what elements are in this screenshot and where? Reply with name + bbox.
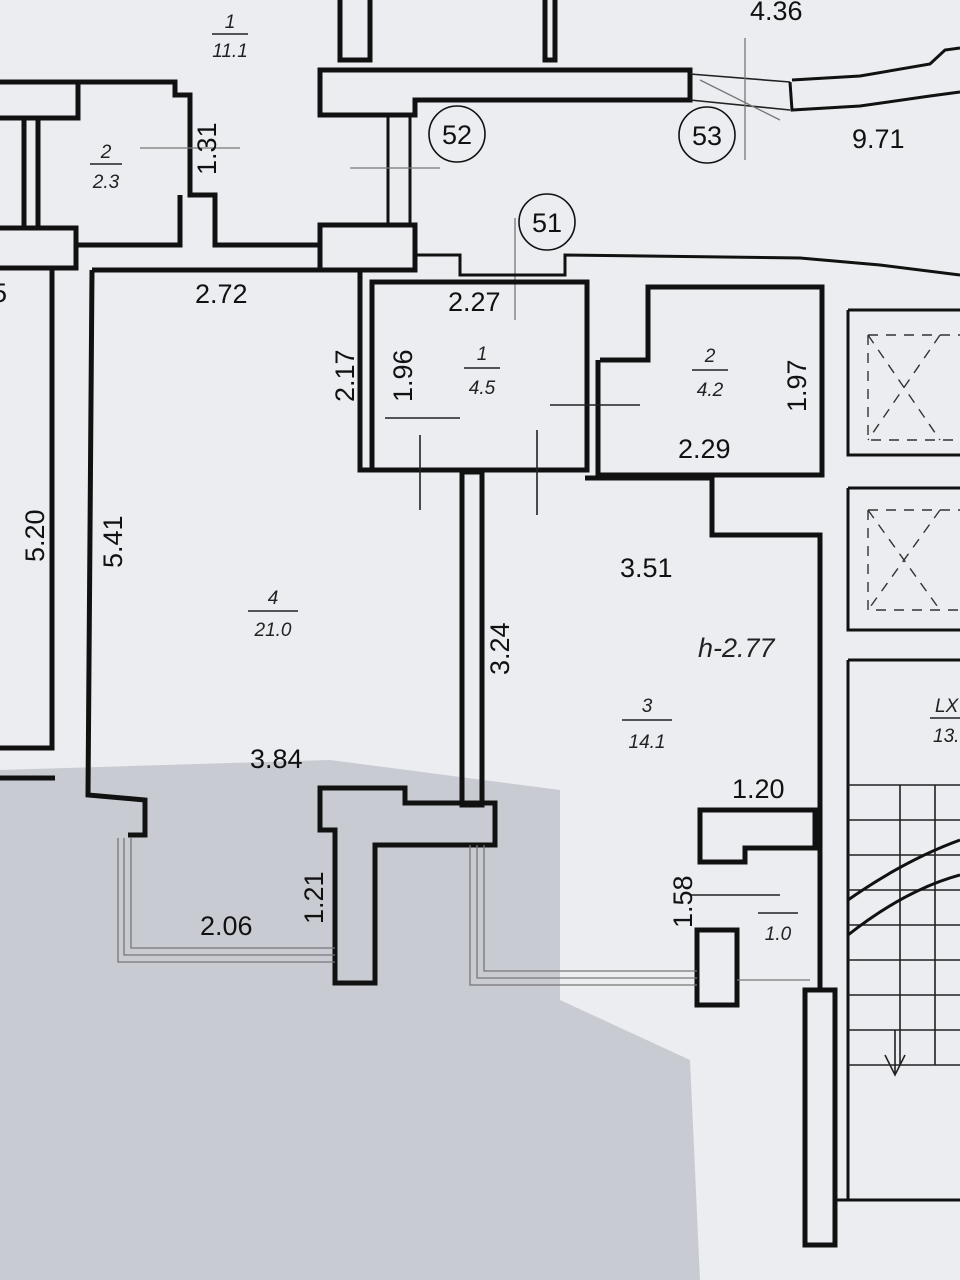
svg-text:2.3: 2.3 (92, 172, 120, 193)
svg-text:4: 4 (268, 588, 279, 609)
room-label-2: 2 4.2 (692, 346, 728, 401)
dim-edge-5: 5 (0, 278, 7, 308)
axis-label-52: 52 (442, 120, 472, 150)
room-label-top-2: 2 2.3 (90, 142, 122, 193)
axis-marker-51: 51 (518, 193, 576, 251)
dim-3-84: 3.84 (250, 744, 303, 774)
dim-3-51: 3.51 (620, 553, 673, 583)
dim-9-71: 9.71 (852, 124, 905, 154)
svg-text:11.1: 11.1 (212, 41, 248, 62)
axis-marker-53: 53 (678, 106, 736, 164)
svg-text:1: 1 (477, 344, 488, 365)
svg-text:1.0: 1.0 (765, 924, 792, 945)
dim-1-97: 1.97 (782, 359, 812, 412)
dim-3-24: 3.24 (485, 622, 515, 675)
room-label-1: 1 4.5 (464, 344, 500, 399)
dim-1-31: 1.31 (192, 122, 222, 175)
room-label-loggia: 1.0 (758, 912, 798, 945)
svg-text:LX: LX (935, 696, 960, 717)
staircase (847, 784, 960, 1077)
balcony-railings (117, 838, 810, 986)
svg-text:1: 1 (225, 12, 236, 33)
svg-text:2: 2 (704, 346, 716, 367)
ceiling-height: h-2.77 (698, 633, 776, 663)
dim-2-17: 2.17 (330, 349, 360, 402)
dim-1-21: 1.21 (299, 871, 329, 924)
dim-2-27: 2.27 (448, 287, 501, 317)
dim-5-20: 5.20 (20, 509, 50, 562)
axis-label-53: 53 (692, 121, 722, 151)
room-label-partial: LX 13. (930, 696, 960, 747)
svg-text:3: 3 (642, 696, 653, 717)
dim-1-96: 1.96 (388, 349, 418, 402)
dim-1-58: 1.58 (668, 875, 698, 928)
dim-1-20: 1.20 (732, 774, 785, 804)
room-label-3: 3 14.1 (622, 696, 672, 753)
dim-2-72: 2.72 (195, 279, 248, 309)
svg-text:4.2: 4.2 (697, 380, 724, 401)
svg-text:13.: 13. (933, 726, 959, 747)
apartment-walls (0, 253, 960, 1248)
room-label-top-1: 1 11.1 (212, 12, 248, 62)
dim-4-36: 4.36 (750, 0, 803, 26)
axis-marker-52: 52 (428, 105, 486, 163)
upper-walls (0, 0, 960, 273)
axis-label-51: 51 (532, 208, 562, 238)
photo-shadow (0, 760, 700, 1280)
dim-2-06: 2.06 (200, 911, 253, 941)
dim-5-41: 5.41 (98, 515, 128, 568)
svg-text:4.5: 4.5 (469, 378, 496, 399)
svg-text:14.1: 14.1 (629, 732, 666, 753)
vent-shafts (867, 334, 960, 611)
dim-2-29: 2.29 (678, 434, 731, 464)
svg-text:2: 2 (100, 142, 112, 163)
room-label-4: 4 21.0 (248, 588, 298, 641)
svg-text:21.0: 21.0 (254, 620, 292, 641)
